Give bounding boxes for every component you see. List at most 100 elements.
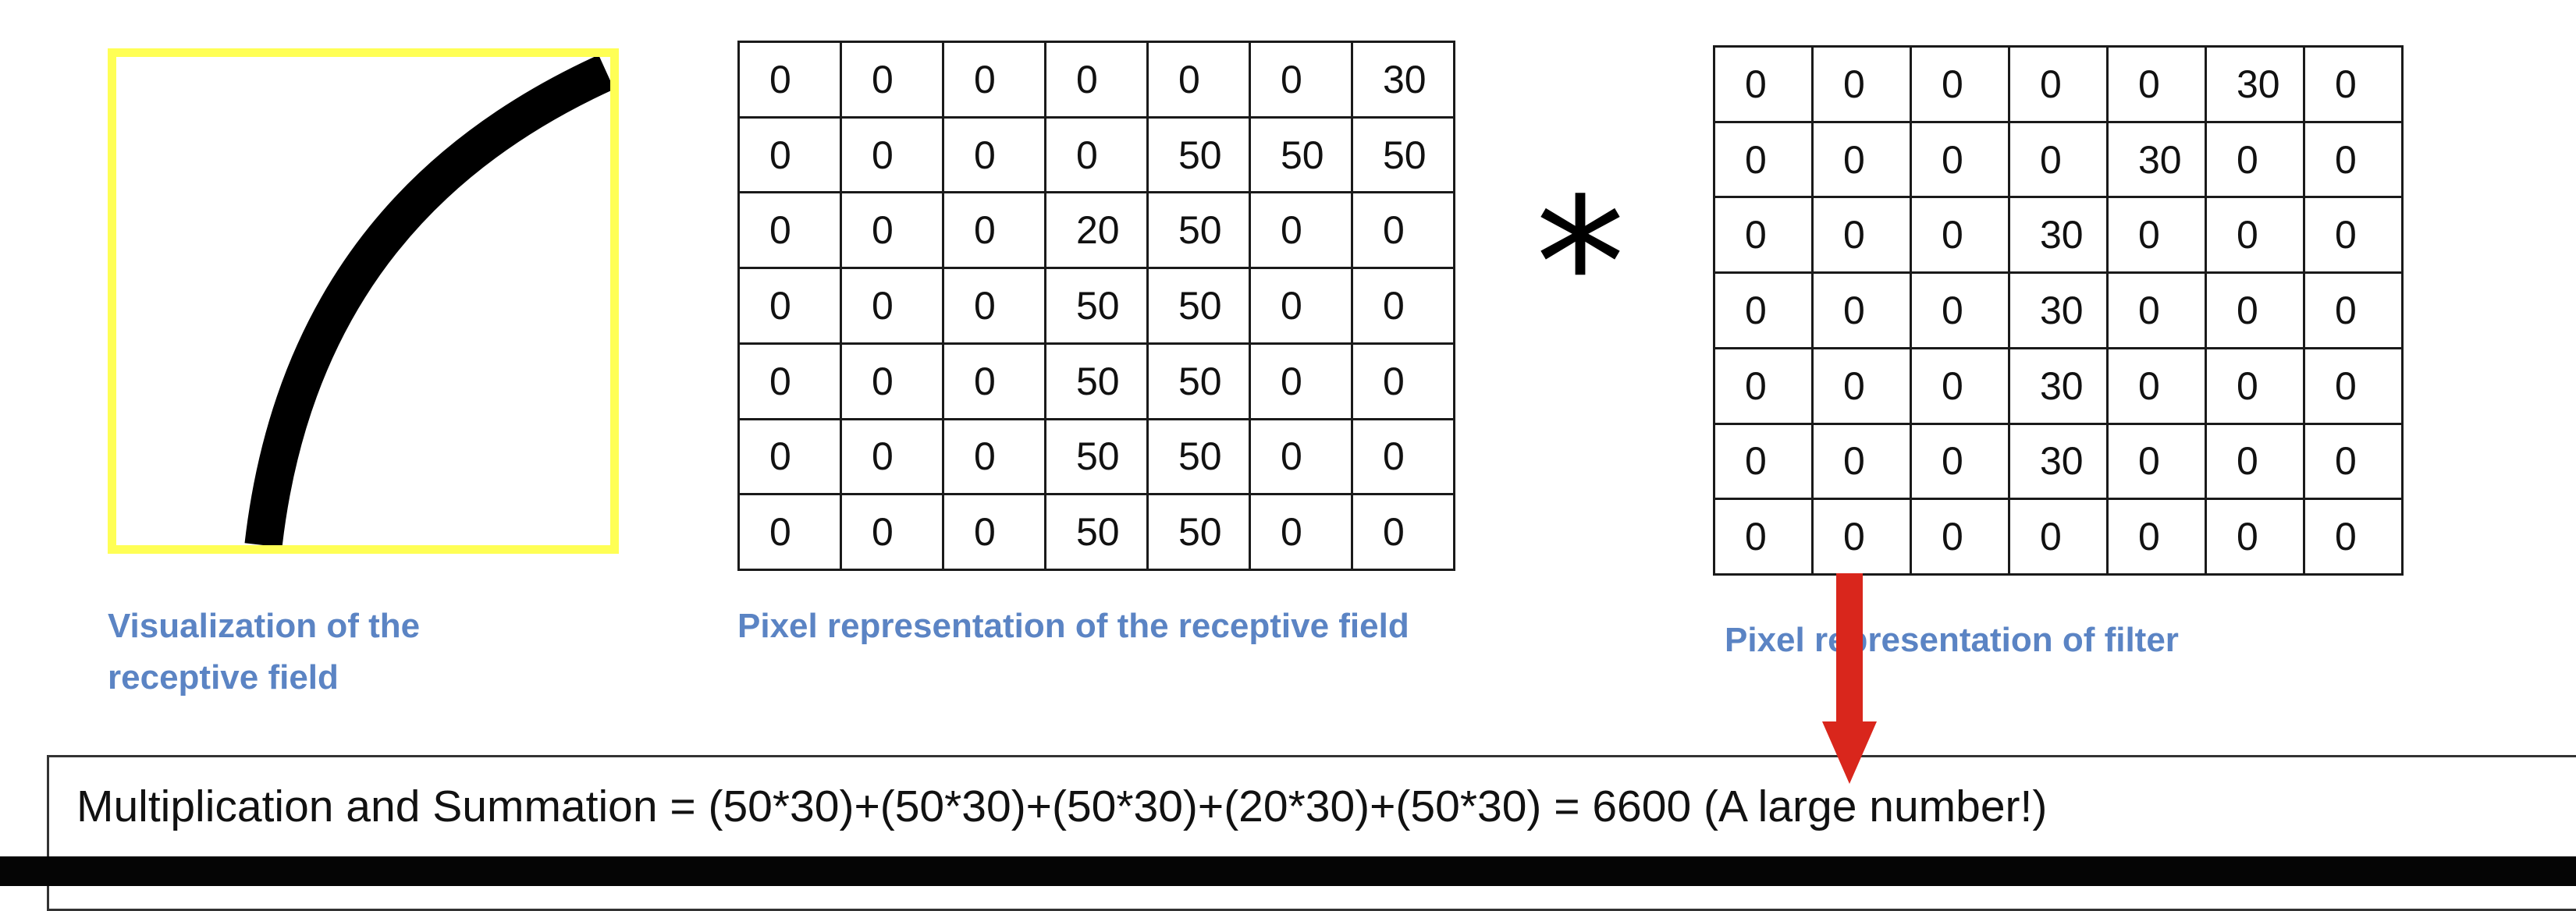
receptive-field-cell: 0 <box>1351 342 1455 420</box>
filter-cell: 0 <box>2008 45 2109 123</box>
caption-visualization: Visualization of the receptive field <box>108 607 421 697</box>
receptive-field-cell: 0 <box>840 267 944 345</box>
convolution-operator: * <box>1535 161 1626 369</box>
filter-cell: 0 <box>1811 45 1912 123</box>
receptive-field-cell: 50 <box>1249 115 1353 194</box>
receptive-field-cell: 0 <box>737 191 842 270</box>
receptive-field-cell: 0 <box>1351 191 1455 270</box>
receptive-field-cell: 0 <box>737 267 842 345</box>
filter-cell: 0 <box>2008 120 2109 199</box>
receptive-field-cell: 0 <box>1249 191 1353 270</box>
filter-cell: 0 <box>2106 45 2207 123</box>
receptive-field-cell: 50 <box>1146 417 1251 496</box>
filter-cell: 0 <box>1811 422 1912 501</box>
filter-cell: 0 <box>1910 498 2010 576</box>
down-arrow-icon <box>1822 573 1877 784</box>
receptive-field-cell: 0 <box>737 417 842 496</box>
filter-cell: 0 <box>1811 120 1912 199</box>
filter-cell: 0 <box>2106 196 2207 275</box>
filter-cell: 0 <box>1713 45 1814 123</box>
receptive-field-cell: 50 <box>1044 417 1149 496</box>
receptive-field-cell: 0 <box>840 342 944 420</box>
receptive-field-cell: 0 <box>840 41 944 119</box>
bottom-bar <box>0 856 2576 886</box>
filter-cell: 0 <box>1910 120 2010 199</box>
filter-cell: 0 <box>2106 422 2207 501</box>
filter-cell: 0 <box>1910 346 2010 425</box>
filter-cell: 0 <box>1910 271 2010 349</box>
filter-cell: 30 <box>2008 196 2109 275</box>
receptive-field-cell: 50 <box>1044 342 1149 420</box>
filter-cell: 0 <box>1811 346 1912 425</box>
filter-cell: 0 <box>1910 422 2010 501</box>
receptive-field-cell: 0 <box>942 115 1046 194</box>
filter-cell: 0 <box>1811 196 1912 275</box>
filter-cell: 30 <box>2008 346 2109 425</box>
receptive-field-cell: 0 <box>737 41 842 119</box>
filter-cell: 0 <box>2205 346 2305 425</box>
receptive-field-cell: 0 <box>840 417 944 496</box>
receptive-field-cell: 50 <box>1351 115 1455 194</box>
receptive-field-cell: 0 <box>942 191 1046 270</box>
receptive-field-cell: 0 <box>942 41 1046 119</box>
filter-cell: 0 <box>2303 346 2404 425</box>
filter-cell: 30 <box>2106 120 2207 199</box>
receptive-field-cell: 0 <box>942 417 1046 496</box>
filter-cell: 0 <box>2106 498 2207 576</box>
filter-cell: 0 <box>2205 196 2305 275</box>
filter-cell: 0 <box>2106 346 2207 425</box>
filter-cell: 0 <box>2303 422 2404 501</box>
caption-filter: Pixel representation of filter <box>1725 621 2179 659</box>
filter-cell: 0 <box>2205 120 2305 199</box>
receptive-field-cell: 0 <box>1249 342 1353 420</box>
receptive-field-cell: 0 <box>840 115 944 194</box>
receptive-field-cell: 50 <box>1146 342 1251 420</box>
filter-cell: 30 <box>2008 271 2109 349</box>
receptive-field-cell: 0 <box>1044 41 1149 119</box>
filter-cell: 0 <box>2303 196 2404 275</box>
receptive-field-cell: 0 <box>1146 41 1251 119</box>
filter-cell: 0 <box>1713 498 1814 576</box>
receptive-field-cell: 30 <box>1351 41 1455 119</box>
receptive-field-cell: 50 <box>1044 267 1149 345</box>
filter-cell: 30 <box>2205 45 2305 123</box>
receptive-field-cell: 0 <box>1249 493 1353 571</box>
receptive-field-cell: 0 <box>1044 115 1149 194</box>
filter-cell: 0 <box>1811 498 1912 576</box>
filter-cell: 0 <box>2205 498 2305 576</box>
receptive-field-cell: 50 <box>1044 493 1149 571</box>
filter-cell: 0 <box>2205 271 2305 349</box>
receptive-field-cell: 0 <box>1249 417 1353 496</box>
receptive-field-cell: 0 <box>942 342 1046 420</box>
formula-box: Multiplication and Summation = (50*30)+(… <box>47 755 2576 911</box>
caption-receptive-field: Pixel representation of the receptive fi… <box>737 607 1409 645</box>
receptive-field-cell: 50 <box>1146 267 1251 345</box>
receptive-field-cell: 0 <box>1351 417 1455 496</box>
filter-cell: 30 <box>2008 422 2109 501</box>
receptive-field-cell: 50 <box>1146 191 1251 270</box>
receptive-field-cell: 0 <box>737 115 842 194</box>
receptive-field-cell: 0 <box>942 493 1046 571</box>
receptive-field-cell: 0 <box>1351 493 1455 571</box>
receptive-field-cell: 0 <box>1249 41 1353 119</box>
curve-stroke <box>244 57 610 545</box>
filter-cell: 0 <box>1811 271 1912 349</box>
filter-cell: 0 <box>1713 271 1814 349</box>
receptive-field-cell: 0 <box>737 493 842 571</box>
filter-cell: 0 <box>2205 422 2305 501</box>
filter-cell: 0 <box>2303 271 2404 349</box>
filter-cell: 0 <box>1713 196 1814 275</box>
